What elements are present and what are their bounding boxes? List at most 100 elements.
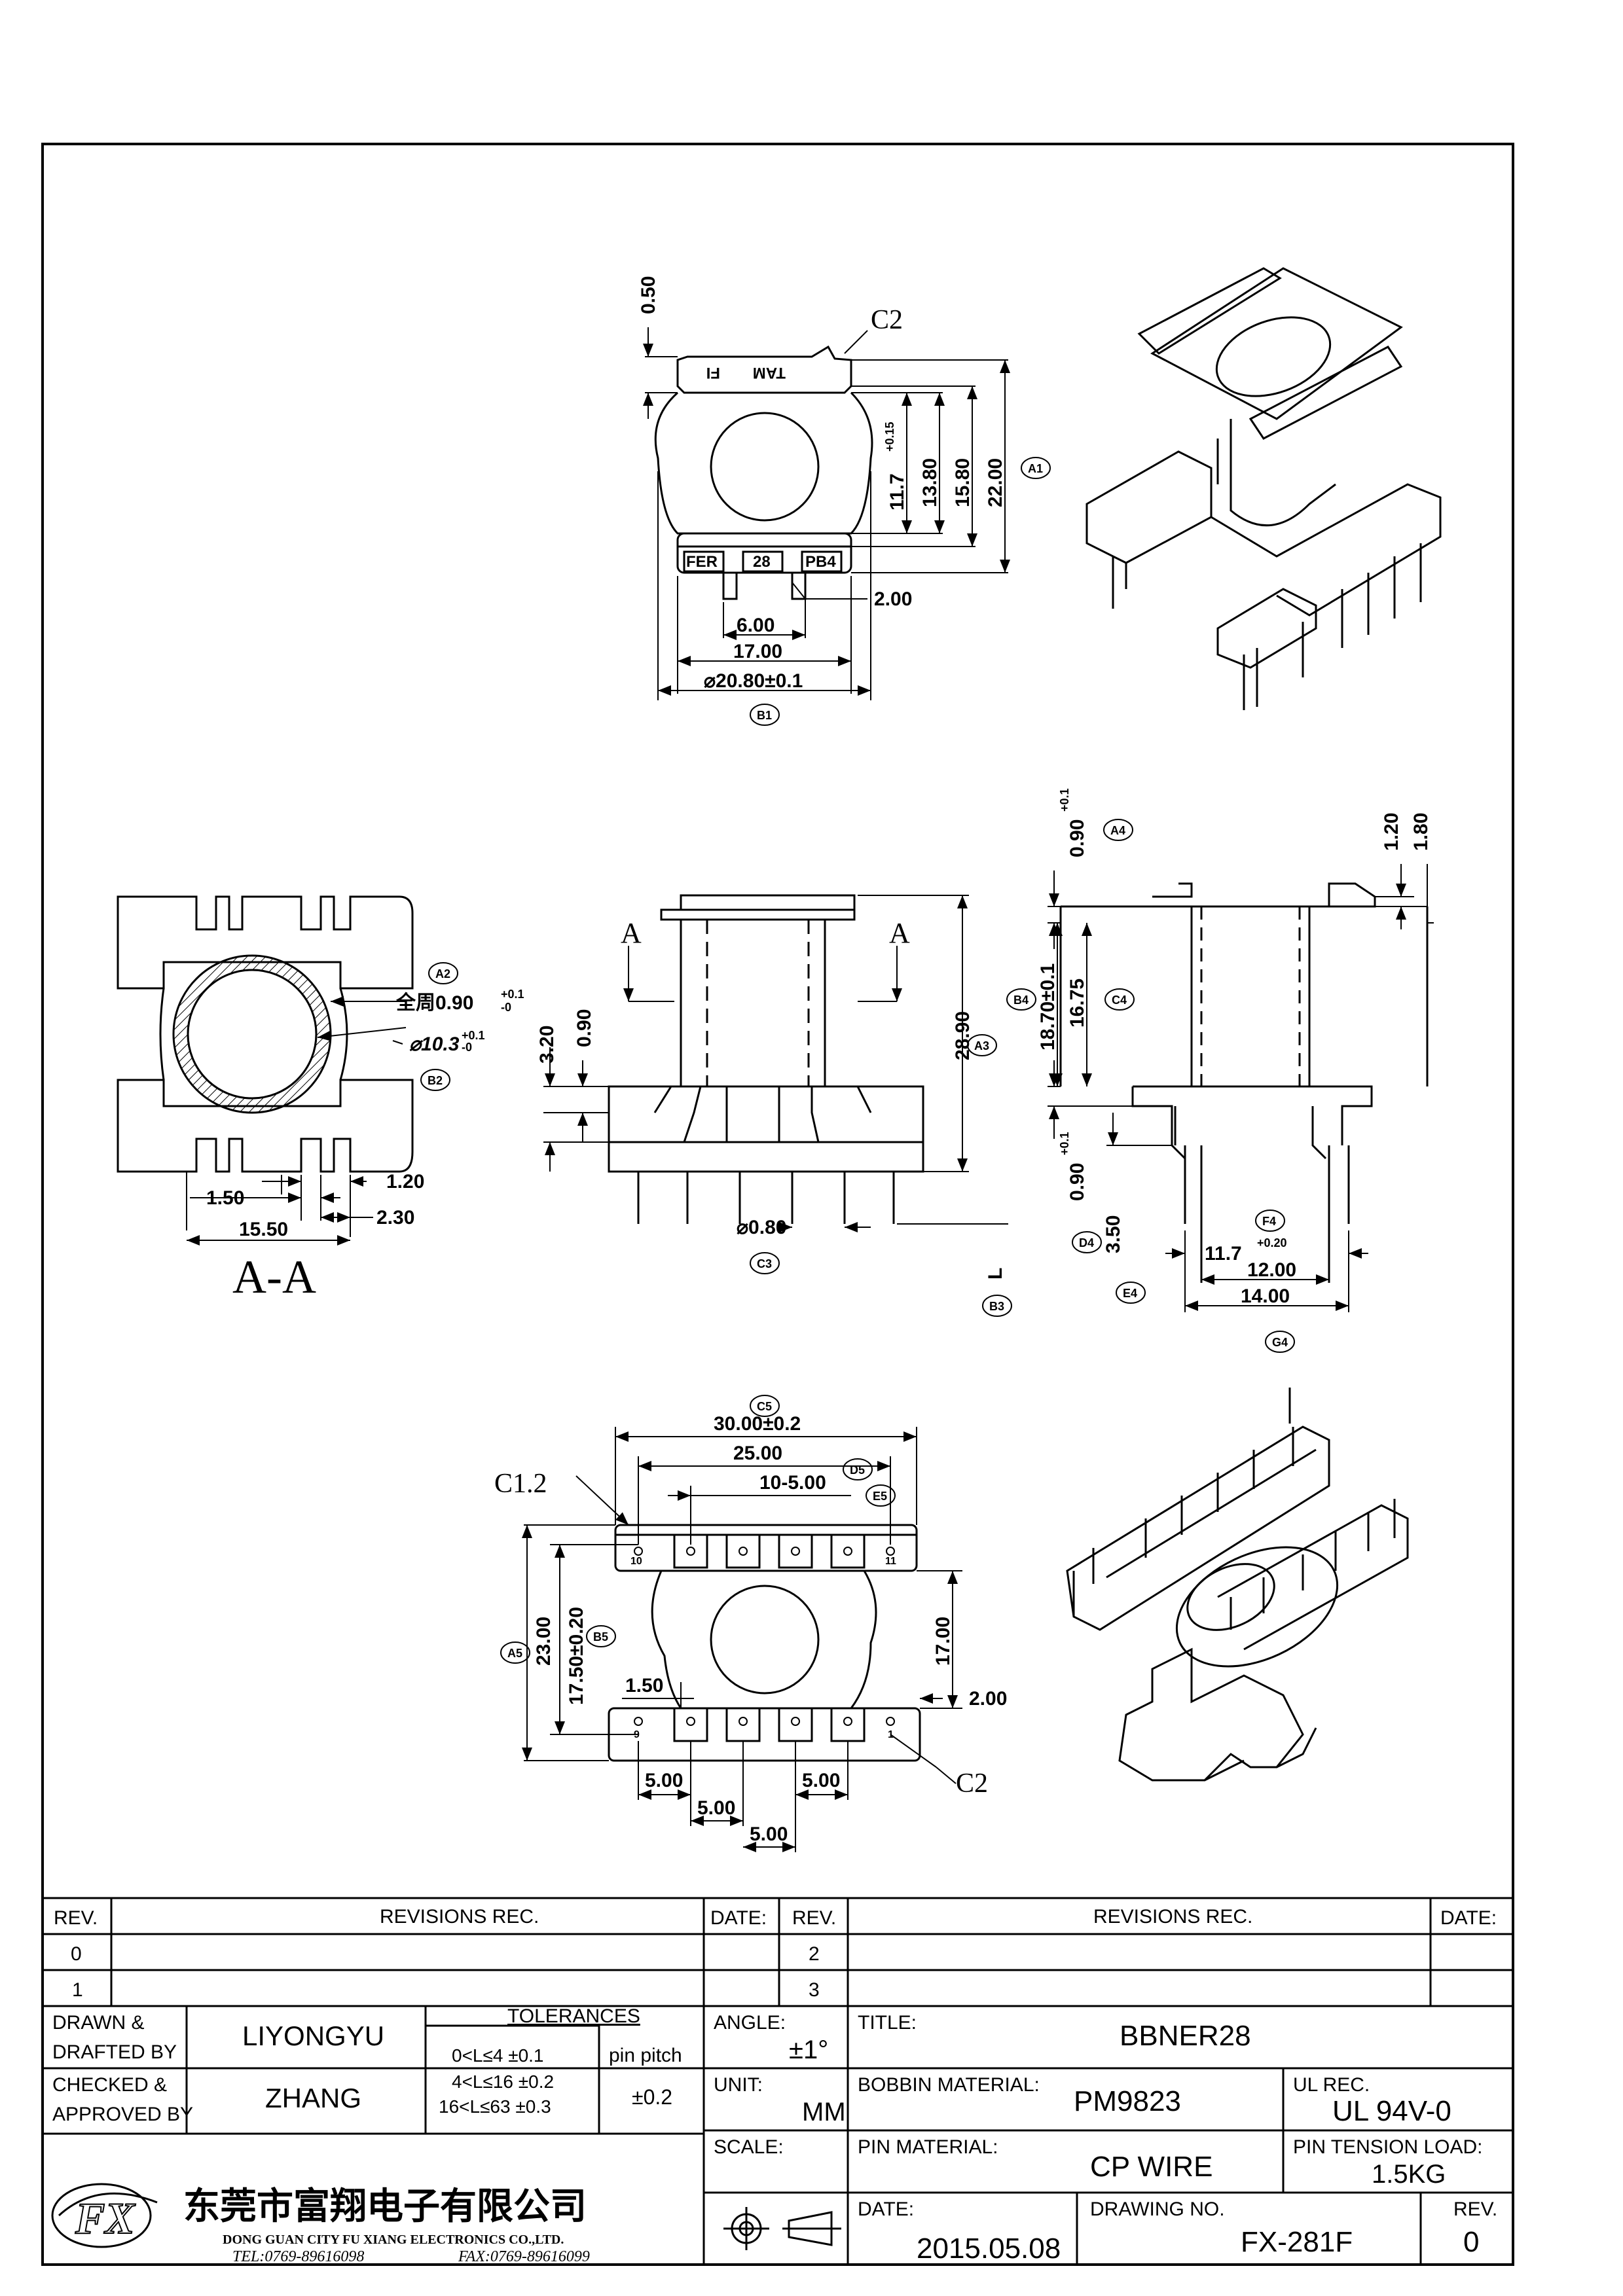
top-view-tags: A1 B1 [750,457,1051,726]
tag-b4: B4 [1013,994,1029,1007]
date-header-left: DATE: [710,1907,767,1929]
bottom-dimensions [522,1427,962,1852]
bottom-pin-numbers: 10 11 9 1 [630,1556,896,1740]
rev-row-1: 1 [72,1979,83,2001]
dim-17-00-top: 17.00 [733,641,782,662]
projection-symbol [723,2207,841,2250]
company-logo: FX 东莞市富翔电子有限公司 DONG GUAN CITY FU XIANG E… [51,2183,590,2265]
dim-0-80: ⌀0.80 [737,1217,786,1238]
dim-1-50-bottom: 1.50 [625,1675,663,1696]
pin-tension-value: 1.5KG [1372,2160,1446,2189]
section-title-a-a: A-A [232,1251,316,1303]
side-dimensions [1048,864,1434,1312]
dim-16-75: 16.75 [1067,978,1088,1028]
dim-0-90-side-top: 0.90 [1067,819,1088,857]
tag-b3: B3 [989,1300,1004,1313]
tag-c3: C3 [757,1257,772,1270]
date-header-right: DATE: [1440,1907,1497,1929]
pin-number-1: 1 [888,1729,894,1740]
pin-number-11: 11 [885,1556,896,1567]
checked-label-2: APPROVED BY [52,2104,193,2125]
checked-label-1: CHECKED & [52,2074,167,2096]
dim-2-00-bottom: 2.00 [969,1688,1007,1710]
logo-text: FX [75,2193,136,2243]
bobbin-material-value: PM9823 [1074,2085,1181,2117]
tolerances-label: TOLERANCES [507,2005,640,2027]
dim-3-20: 3.20 [536,1026,558,1064]
dim-6-00: 6.00 [737,615,775,636]
company-name-cn: 东莞市富翔电子有限公司 [183,2185,587,2227]
dim-0-90-side-top-tol: +0.1 [1058,788,1071,812]
dim-c1-2: C1.2 [494,1469,547,1499]
projection-cone-icon [788,2211,833,2246]
angle-value: ±1° [789,2036,828,2064]
dim-12-00: 12.00 [1247,1259,1296,1281]
dim-22-00: 22.00 [985,458,1006,507]
bobbin-material-label: BOBBIN MATERIAL: [858,2074,1040,2096]
revisions-rec-header-right: REVISIONS REC. [1093,1906,1252,1928]
tag-g4: G4 [1272,1336,1288,1349]
tag-a3: A3 [974,1039,989,1052]
dim-25-00: 25.00 [733,1443,782,1464]
drawn-by-value: LIYONGYU [242,2020,384,2051]
dim-l: L [985,1268,1006,1280]
dim-c2-bottom: C2 [956,1768,988,1799]
dim-11-7-side-tol: +0.20 [1257,1236,1287,1249]
tolerance-row-3: 16<L≤63 ±0.3 [439,2096,551,2117]
company-name-en: DONG GUAN CITY FU XIANG ELECTRONICS CO.,… [223,2233,564,2247]
dim-wall-090: 全周0.90 [395,992,473,1014]
dim-23-00: 23.00 [533,1617,555,1666]
tag-d4: D4 [1079,1236,1094,1249]
dim-0-90-front: 0.90 [574,1009,595,1047]
tolerance-row-2: 4<L≤16 ±0.2 [452,2072,554,2092]
dim-0-90-side-bot-tol: +0.1 [1058,1132,1071,1155]
bottom-tags: C5 D5 E5 A5 B5 [500,1395,896,1664]
dim-5-00-b: 5.00 [697,1797,735,1819]
pin-number-9: 9 [634,1729,640,1740]
tag-d5: D5 [850,1463,865,1477]
dim-11-7-side: 11.7 [1205,1243,1242,1265]
tag-e4: E4 [1123,1287,1137,1300]
dim-11-7: 11.7 [886,473,908,511]
top-label-tam: TAM [753,364,786,382]
dim-c2-top: C2 [871,305,903,335]
dim-10-3-tol2: -0 [462,1041,472,1054]
pin-tension-label: PIN TENSION LOAD: [1293,2136,1483,2158]
side-tags: A4 B4 C4 D4 E4 F4 G4 [1006,819,1295,1353]
date-value: 2015.05.08 [917,2233,1061,2265]
rev-header-left: REV. [54,1907,98,1929]
dim-15-50: 15.50 [239,1219,288,1240]
revision-table: REV. REVISIONS REC. DATE: REV. REVISIONS… [54,1906,1497,2001]
tag-b5: B5 [593,1630,608,1643]
date-label: DATE: [858,2198,914,2220]
top-view-dim-text: 0.50 C2 11.7 +0.15 13.80 15.80 22.00 2.0… [638,276,1006,692]
company-tel: TEL:0769-89616098 [232,2248,364,2265]
front-tags: A3 C3 B3 [750,1034,1012,1317]
dim-wall-tol: +0.1 [501,988,524,1001]
dim-15-80: 15.80 [952,458,974,507]
drawing-no-value: FX-281F [1241,2226,1353,2258]
side-dim-text: 0.90 +0.1 1.20 1.80 18.70±0.1 16.75 0.90… [1037,788,1432,1307]
rev-row-2: 2 [809,1943,820,1965]
section-a-a [117,895,414,1173]
dim-1-50-aa: 1.50 [206,1187,244,1209]
dim-28-90: 28.90 [952,1011,974,1060]
approved-by-value: ZHANG [265,2083,361,2113]
tag-a1: A1 [1028,462,1043,475]
top-flange-lower [676,532,852,574]
dim-30-00: 30.00±0.2 [714,1413,801,1435]
drawn-label-1: DRAWN & [52,2012,145,2034]
dim-0-50: 0.50 [638,276,659,314]
bottom-view-pins [634,1547,895,1726]
dim-10-5-00: 10-5.00 [759,1472,826,1494]
dim-5-00-c: 5.00 [802,1770,840,1791]
dim-1-20-side: 1.20 [1381,813,1402,851]
tag-a2: A2 [435,967,450,980]
dim-10-3: ⌀10.3 [409,1033,460,1055]
pin-material-value: CP WIRE [1090,2151,1213,2183]
title-block-frame [43,1897,1513,2265]
title-value: BBNER28 [1120,2020,1251,2052]
top-view [654,345,873,600]
top-view-dimensions [643,327,1010,700]
